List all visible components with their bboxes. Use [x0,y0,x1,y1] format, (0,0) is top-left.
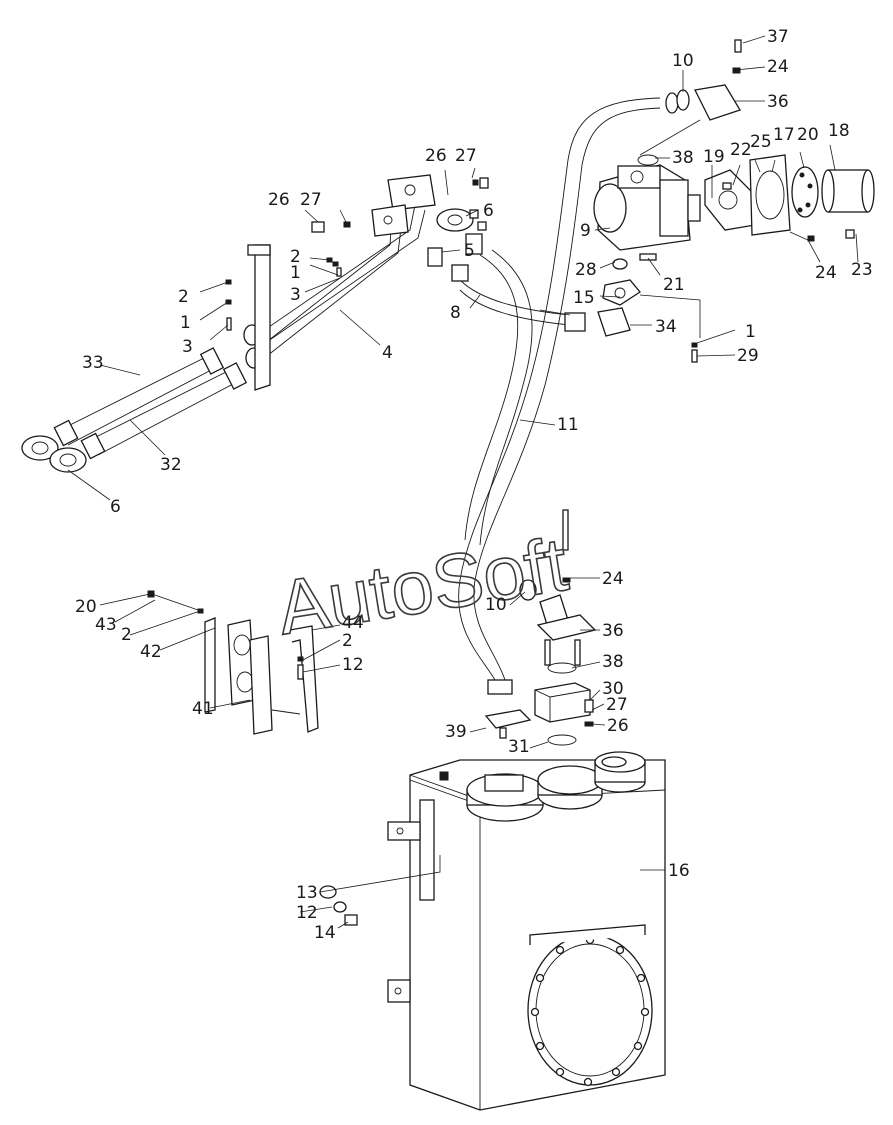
callout-28: 28 [575,260,597,280]
callout-27: 27 [300,190,322,210]
callout-32: 32 [160,455,182,475]
callout-1: 1 [290,263,301,283]
callout-2: 2 [178,287,189,307]
callout-34: 34 [655,317,677,337]
callout-3: 3 [290,285,301,305]
callout-labels: 37 24 10 36 38 19 22 25 17 20 18 9 24 23… [75,27,873,943]
callout-6: 6 [110,497,121,517]
hose-assemblies [21,324,263,473]
callout-26: 26 [607,716,629,736]
callout-36: 36 [602,621,624,641]
hydraulic-pump [564,154,875,363]
suction-hoses [458,92,679,695]
callout-14: 14 [314,923,336,943]
callout-36: 36 [767,92,789,112]
hose-clamp-assembly [147,590,319,735]
callout-2: 2 [121,625,132,645]
callout-25: 25 [750,132,772,152]
callout-24: 24 [602,569,624,589]
callout-29: 29 [737,346,759,366]
callout-11: 11 [557,415,579,435]
callout-31: 31 [508,737,530,757]
callout-21: 21 [663,275,685,295]
callout-37: 37 [767,27,789,47]
callout-38: 38 [672,148,694,168]
watermark: AutoSoft [272,522,573,652]
callout-42: 42 [140,642,162,662]
callout-1: 1 [745,322,756,342]
callout-10: 10 [672,51,694,71]
leader-lines [67,35,859,929]
tank-mount-hardware [319,885,358,926]
callout-3: 3 [182,337,193,357]
callout-2: 2 [290,247,301,267]
callout-5: 5 [464,241,475,261]
callout-16: 16 [668,861,690,881]
callout-6: 6 [483,201,494,221]
callout-12: 12 [296,903,318,923]
callout-2: 2 [342,631,353,651]
callout-33: 33 [82,353,104,373]
callout-20: 20 [797,125,819,145]
callout-44: 44 [342,613,364,633]
callout-4: 4 [382,343,393,363]
callout-38: 38 [602,652,624,672]
callout-26: 26 [268,190,290,210]
callout-8: 8 [450,303,461,323]
callout-23: 23 [851,260,873,280]
manifold-blocks [371,174,489,282]
callout-10: 10 [485,595,507,615]
callout-1: 1 [180,313,191,333]
callout-22: 22 [730,140,752,160]
callout-15: 15 [573,288,595,308]
callout-24: 24 [815,263,837,283]
callout-19: 19 [703,147,725,167]
callout-13: 13 [296,883,318,903]
callout-26: 26 [425,146,447,166]
callout-30: 30 [602,679,624,699]
callout-39: 39 [445,722,467,742]
callout-18: 18 [828,121,850,141]
return-filter-head [484,509,597,746]
callout-24: 24 [767,57,789,77]
callout-41: 41 [192,699,214,719]
callout-27: 27 [606,695,628,715]
tube-bracket [225,221,351,391]
callout-9: 9 [580,221,591,241]
callout-12: 12 [342,655,364,675]
callout-27: 27 [455,146,477,166]
callout-43: 43 [95,615,117,635]
hydraulic-tank [387,751,666,1111]
callout-20: 20 [75,597,97,617]
callout-17: 17 [773,125,795,145]
